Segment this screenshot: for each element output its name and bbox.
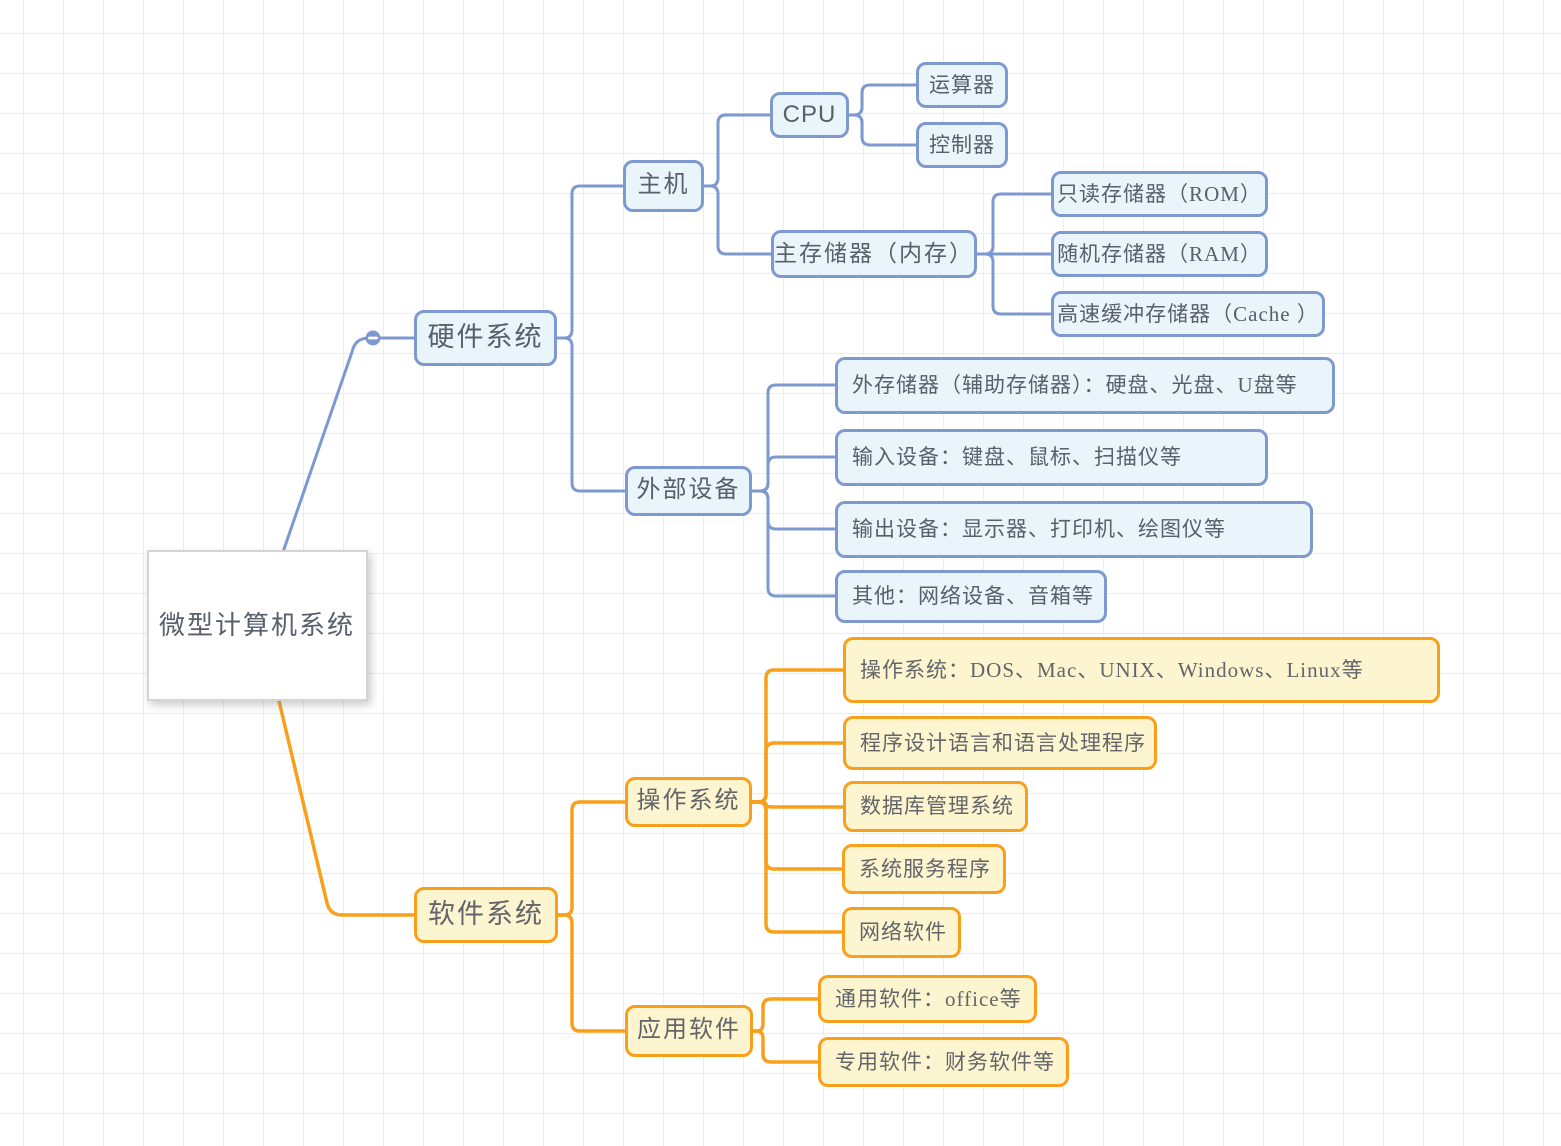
- node-root-microcomputer-system[interactable]: 微型计算机系统: [147, 550, 368, 701]
- node-general-software[interactable]: 通用软件：office等: [818, 975, 1037, 1023]
- connector-systemsoftware-languages: [750, 741, 845, 804]
- connector-software-systemsoftware: [556, 800, 627, 917]
- node-external-devices[interactable]: 外部设备: [625, 466, 752, 516]
- node-special-software[interactable]: 专用软件：财务软件等: [818, 1037, 1069, 1087]
- node-software-system[interactable]: 软件系统: [414, 887, 558, 943]
- node-application-software[interactable]: 应用软件: [625, 1005, 753, 1057]
- connector-memory-cache: [975, 252, 1053, 316]
- connector-application-special: [751, 1029, 820, 1064]
- connector-peripherals-extstorage: [750, 383, 837, 493]
- node-hardware-system[interactable]: 硬件系统: [414, 310, 557, 366]
- connector-systemsoftware-network: [750, 800, 844, 934]
- connector-memory-rom: [975, 192, 1053, 256]
- node-programming-languages[interactable]: 程序设计语言和语言处理程序: [843, 716, 1157, 770]
- node-database-management[interactable]: 数据库管理系统: [843, 781, 1028, 832]
- connector-host-memory: [702, 184, 773, 256]
- connector-root-software: [277, 699, 416, 917]
- node-other-devices[interactable]: 其他：网络设备、音箱等: [835, 570, 1107, 623]
- node-system-services[interactable]: 系统服务程序: [842, 844, 1006, 894]
- node-os-examples[interactable]: 操作系统：DOS、Mac、UNIX、Windows、Linux等: [843, 637, 1440, 703]
- node-system-software[interactable]: 操作系统: [625, 777, 752, 827]
- node-external-storage[interactable]: 外存储器（辅助存储器）：硬盘、光盘、U盘等: [835, 357, 1335, 414]
- node-output-devices[interactable]: 输出设备：显示器、打印机、绘图仪等: [835, 501, 1313, 558]
- connector-hardware-host: [555, 184, 625, 340]
- node-controller[interactable]: 控制器: [916, 122, 1008, 168]
- node-main-unit[interactable]: 主机: [623, 160, 704, 212]
- node-ram[interactable]: 随机存储器（RAM）: [1051, 231, 1268, 277]
- node-cache[interactable]: 高速缓冲存储器（Cache ）: [1051, 291, 1325, 337]
- connector-peripherals-input: [750, 455, 837, 493]
- connector-application-general: [751, 997, 820, 1033]
- connector-host-cpu: [702, 113, 772, 188]
- node-main-memory[interactable]: 主存储器（内存）: [771, 230, 977, 278]
- connector-software-application: [556, 913, 627, 1033]
- connector-hardware-peripherals: [555, 336, 627, 493]
- connector-peripherals-output: [750, 489, 837, 531]
- node-cpu[interactable]: CPU: [770, 92, 849, 138]
- connector-root-hardware: [281, 336, 416, 554]
- connector-cpu-alu: [847, 83, 918, 117]
- software-branch-connectors: [277, 668, 845, 1064]
- hardware-branch-connectors: [281, 83, 1053, 598]
- connector-peripherals-other: [750, 489, 837, 598]
- collapse-minus-icon[interactable]: [365, 330, 381, 346]
- connector-cpu-controller: [847, 113, 918, 147]
- node-input-devices[interactable]: 输入设备：键盘、鼠标、扫描仪等: [835, 429, 1268, 486]
- node-arithmetic-unit[interactable]: 运算器: [916, 62, 1008, 108]
- node-network-software[interactable]: 网络软件: [842, 907, 961, 958]
- node-rom[interactable]: 只读存储器（ROM）: [1051, 171, 1268, 217]
